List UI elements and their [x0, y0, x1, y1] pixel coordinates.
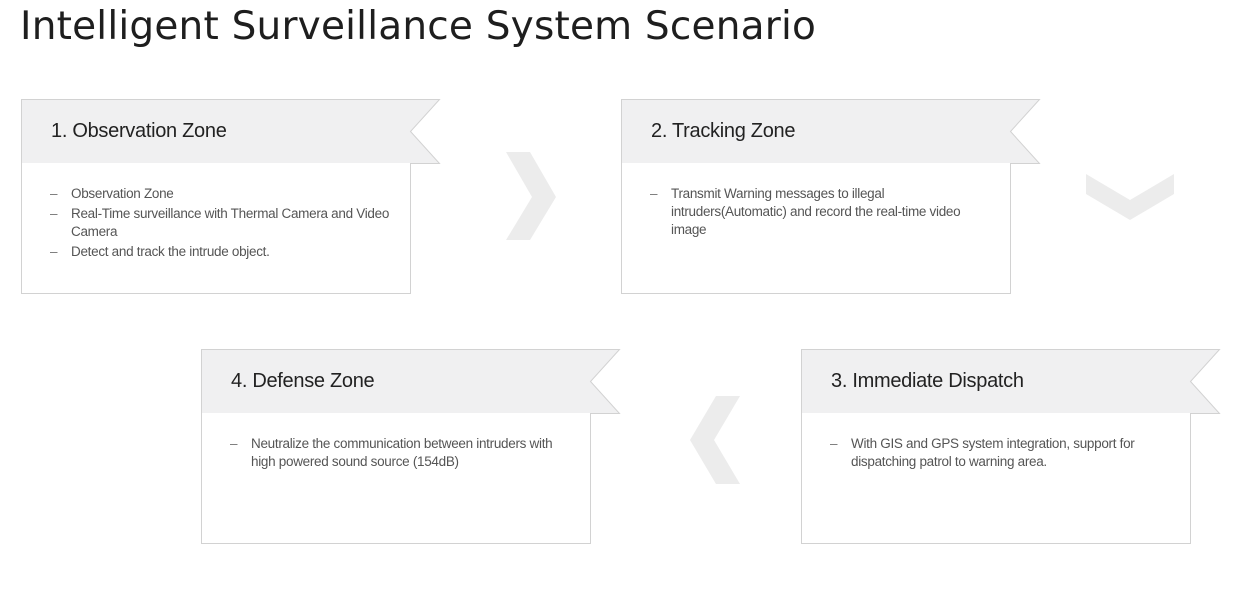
zone-title: 1. Observation Zone	[51, 120, 227, 142]
list-item: –Transmit Warning messages to illegal in…	[650, 185, 995, 239]
zone-body: –Neutralize the communication between in…	[201, 413, 591, 544]
list-item-text: Transmit Warning messages to illegal int…	[671, 186, 961, 237]
dash-bullet: –	[50, 244, 58, 259]
list-item-text: Detect and track the intrude object.	[71, 244, 270, 259]
list-item-text: Neutralize the communication between int…	[251, 436, 553, 469]
zone-bullet-list: –With GIS and GPS system integration, su…	[830, 435, 1175, 473]
zone-body: –Observation Zone –Real-Time surveillanc…	[21, 163, 411, 294]
zone-body: –Transmit Warning messages to illegal in…	[621, 163, 1011, 294]
page-title: Intelligent Surveillance System Scenario	[20, 4, 817, 49]
ribbon-banner	[21, 99, 441, 164]
zone-bullet-list: –Observation Zone –Real-Time surveillanc…	[50, 185, 395, 263]
zone-header: 4. Defense Zone	[201, 349, 621, 414]
dash-bullet: –	[50, 206, 58, 221]
chevron-left-icon	[690, 396, 740, 484]
dash-bullet: –	[230, 436, 238, 451]
zone-title: 4. Defense Zone	[231, 370, 375, 392]
list-item-text: Real-Time surveillance with Thermal Came…	[71, 206, 390, 239]
chevron-down-icon	[1086, 174, 1174, 220]
dash-bullet: –	[650, 186, 658, 201]
dash-bullet: –	[830, 436, 838, 451]
list-item-text: Observation Zone	[71, 186, 174, 201]
list-item: –Neutralize the communication between in…	[230, 435, 575, 471]
zone-bullet-list: –Transmit Warning messages to illegal in…	[650, 185, 995, 241]
ribbon-banner	[201, 349, 621, 414]
ribbon-banner	[801, 349, 1221, 414]
list-item-text: With GIS and GPS system integration, sup…	[851, 436, 1135, 469]
zone-body: –With GIS and GPS system integration, su…	[801, 413, 1191, 544]
list-item: –Real-Time surveillance with Thermal Cam…	[50, 205, 395, 241]
ribbon-banner	[621, 99, 1041, 164]
zone-header: 3. Immediate Dispatch	[801, 349, 1221, 414]
zone-bullet-list: –Neutralize the communication between in…	[230, 435, 575, 473]
zone-header: 2. Tracking Zone	[621, 99, 1041, 164]
zone-title: 3. Immediate Dispatch	[831, 370, 1024, 392]
list-item: –With GIS and GPS system integration, su…	[830, 435, 1175, 471]
chevron-right-icon	[506, 152, 556, 240]
list-item: –Observation Zone	[50, 185, 395, 203]
list-item: –Detect and track the intrude object.	[50, 243, 395, 261]
dash-bullet: –	[50, 186, 58, 201]
zone-header: 1. Observation Zone	[21, 99, 441, 164]
zone-title: 2. Tracking Zone	[651, 120, 796, 142]
